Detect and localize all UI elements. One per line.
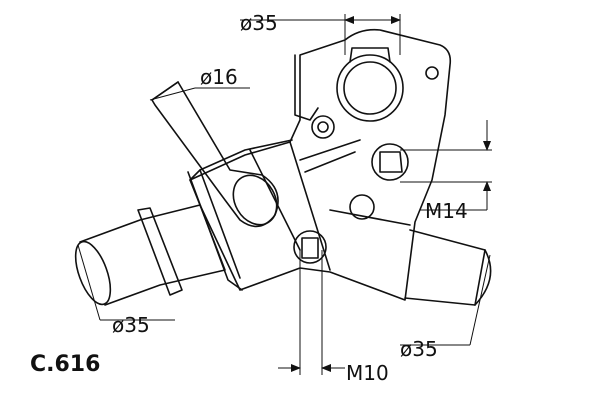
- dim-top-outlet: ø35: [240, 11, 278, 35]
- dim-thread-upper: M14: [425, 199, 468, 223]
- dimension-lines: [77, 14, 492, 375]
- top-outlet: [311, 47, 439, 139]
- part-code: C.616: [30, 352, 100, 377]
- small-hose: [151, 81, 279, 228]
- right-outlet: [404, 229, 492, 306]
- dim-thread-lower: M10: [346, 361, 389, 385]
- bolt-m10: [293, 230, 327, 264]
- left-outlet: [74, 204, 226, 306]
- dim-hose-small: ø16: [200, 65, 238, 89]
- bolt-m14: [371, 143, 409, 181]
- dim-left-outlet: ø35: [112, 313, 150, 337]
- dim-right-outlet: ø35: [400, 337, 438, 361]
- mount-hole: [349, 194, 375, 220]
